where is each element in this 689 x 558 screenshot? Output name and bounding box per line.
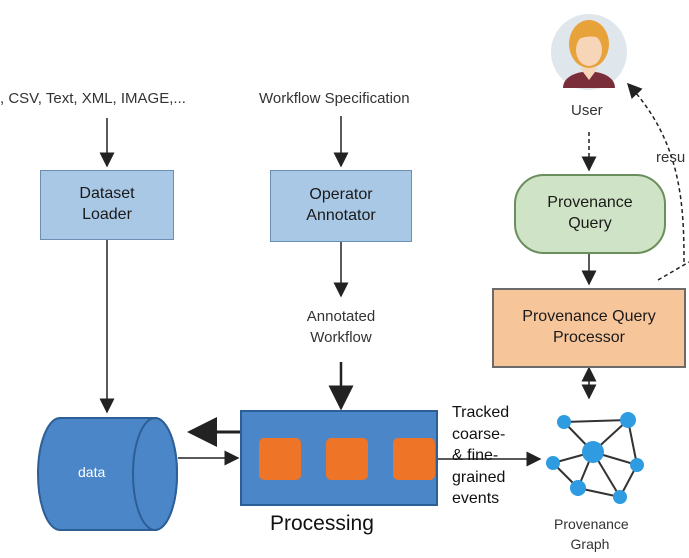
operator-annotator-line2: Annotator — [306, 207, 376, 224]
annotated-workflow-line1: Annotated — [306, 308, 376, 325]
graph-nodes — [546, 412, 644, 504]
provenance-query-box: Provenance Query — [514, 174, 666, 254]
provenance-graph-line1: Provenance — [554, 516, 629, 532]
tracked-events-line1: Tracked — [452, 404, 510, 421]
results-arrow — [626, 82, 685, 263]
annotated-workflow-line2: Workflow — [310, 329, 372, 346]
operator-annotator-line1: Operator — [309, 186, 373, 204]
query-processor-box: Provenance Query Processor — [492, 288, 686, 368]
processing-label: Processing — [270, 512, 374, 535]
input-formats-label: , CSV, Text, XML, IMAGE,... — [0, 90, 186, 107]
provenance-graph-line2: Graph — [570, 536, 610, 553]
dataset-loader-line2: Loader — [82, 206, 132, 223]
results-label: resu — [656, 149, 686, 166]
provenance-query-line2: Query — [568, 215, 612, 232]
tracked-events-line2: coarse- — [452, 425, 506, 443]
user-avatar-icon — [551, 14, 627, 90]
tracked-events-line5: events — [452, 490, 500, 508]
results-dashed-line — [657, 261, 689, 281]
annotated-workflow-label: Annotated Workflow — [296, 306, 386, 348]
provenance-query-line1: Provenance — [547, 194, 633, 212]
operator-annotator-box: Operator Annotator — [270, 170, 412, 242]
processing-step-3 — [393, 438, 435, 480]
dataset-loader-box: Dataset Loader — [40, 170, 174, 240]
user-label: User — [571, 102, 603, 119]
provenance-graph-label: Provenance Graph — [554, 514, 629, 555]
tracked-events-label: Tracked coarse- & fine- grained events — [452, 402, 509, 510]
workflow-spec-label: Workflow Specification — [259, 90, 410, 107]
dataset-loader-line1: Dataset — [79, 185, 135, 203]
tracked-events-line3: & fine- — [452, 447, 499, 465]
tracked-events-line4: grained — [452, 468, 506, 486]
query-processor-line1: Provenance Query — [522, 308, 656, 326]
query-processor-line2: Processor — [552, 329, 626, 346]
data-cylinder — [37, 417, 178, 531]
processing-step-2 — [326, 438, 368, 480]
processing-step-1 — [259, 438, 301, 480]
data-label: data — [78, 464, 106, 480]
